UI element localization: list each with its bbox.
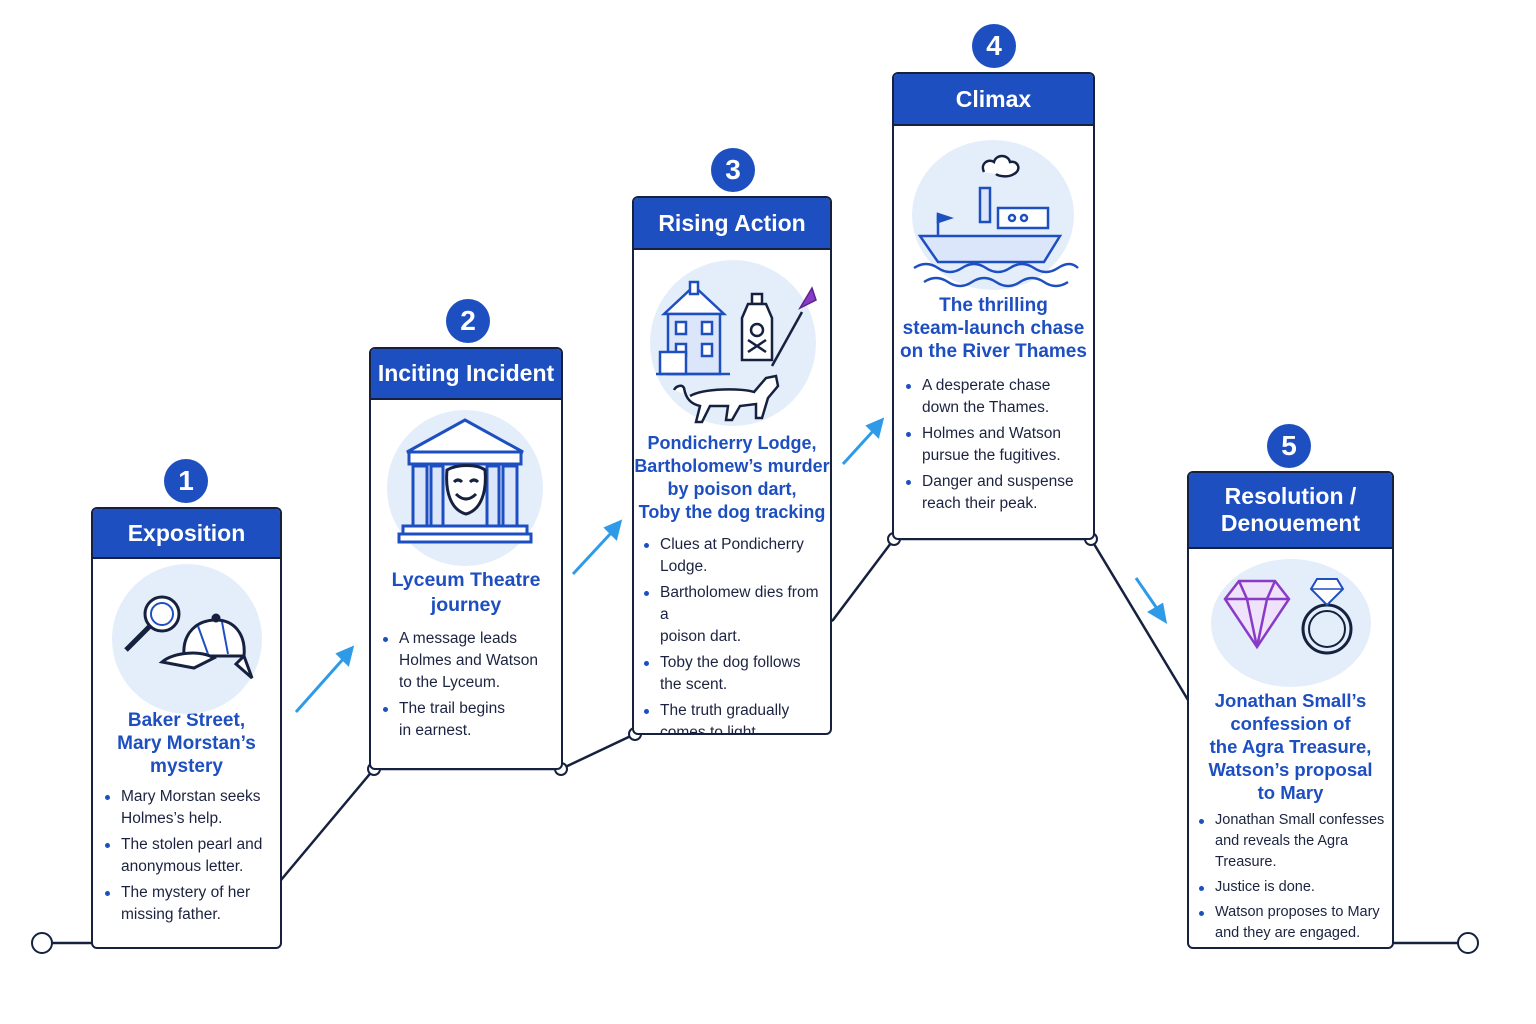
bullet-item: Clues at Pondicherry Lodge. bbox=[638, 534, 826, 578]
stage-subtitle: Jonathan Small’s confession of the Agra … bbox=[1208, 690, 1373, 803]
bullet-item: A message leads Holmes and Watson to the… bbox=[377, 628, 555, 694]
stage-number-badge: 5 bbox=[1267, 424, 1311, 468]
stage-title: Exposition bbox=[93, 509, 280, 559]
theatre-mask-icon bbox=[445, 464, 487, 516]
stage-bullets: Clues at Pondicherry Lodge. Bartholomew … bbox=[638, 534, 826, 733]
stage-bullets: A desperate chase down the Thames. Holme… bbox=[900, 375, 1087, 515]
magnifying-glass-icon bbox=[124, 595, 181, 652]
deerstalker-hat-icon bbox=[158, 613, 254, 680]
stage-subtitle: Lyceum Theatre journey bbox=[391, 569, 541, 616]
bullet-item: The trail begins in earnest. bbox=[377, 698, 555, 742]
stage-title: Resolution / Denouement bbox=[1189, 473, 1392, 549]
stage-number-badge: 2 bbox=[446, 299, 490, 343]
ring-icon bbox=[1301, 578, 1353, 655]
stage-card-resolution: Resolution / Denouement Jonathan Small’s… bbox=[1187, 471, 1394, 949]
bullet-item: Holmes and Watson pursue the fugitives. bbox=[900, 423, 1087, 467]
stage-title: Rising Action bbox=[634, 198, 830, 250]
stage-card-rising-action: Rising Action bbox=[632, 196, 832, 735]
bullet-item: A desperate chase down the Thames. bbox=[900, 375, 1087, 419]
stage-bullets: Jonathan Small confesses and reveals the… bbox=[1193, 810, 1388, 944]
bullet-item: Danger and suspense reach their peak. bbox=[900, 471, 1087, 515]
stage-number-badge: 3 bbox=[711, 148, 755, 192]
stage-subtitle: Pondicherry Lodge, Bartholomew’s murder … bbox=[634, 433, 830, 522]
stage-card-exposition: Exposition Baker Street, Mary Morstan’s … bbox=[91, 507, 282, 949]
bullet-item: Justice is done. bbox=[1193, 877, 1388, 898]
bullet-item: The truth gradually comes to light. bbox=[638, 700, 826, 733]
bullet-item: Jonathan Small confesses and reveals the… bbox=[1193, 810, 1388, 873]
bullet-item: The stolen pearl and anonymous letter. bbox=[99, 834, 274, 878]
diamond-icon bbox=[1223, 579, 1291, 650]
end-node bbox=[1457, 932, 1479, 954]
bullet-item: Watson proposes to Mary and they are eng… bbox=[1193, 902, 1388, 944]
stage-number-badge: 1 bbox=[164, 459, 208, 503]
stage-subtitle: Baker Street, Mary Morstan’s mystery bbox=[117, 710, 256, 777]
poison-bottle-icon bbox=[740, 292, 774, 362]
stage-bullets: A message leads Holmes and Watson to the… bbox=[377, 628, 555, 742]
start-node bbox=[31, 932, 53, 954]
bullet-item: Mary Morstan seeks Holmes’s help. bbox=[99, 786, 274, 830]
stage-number-badge: 4 bbox=[972, 24, 1016, 68]
arrow-icon bbox=[571, 519, 623, 576]
dog-icon bbox=[672, 374, 780, 424]
dart-icon bbox=[770, 286, 817, 367]
bullet-item: Toby the dog follows the scent. bbox=[638, 652, 826, 696]
steam-launch-icon bbox=[917, 154, 1063, 264]
stage-title: Climax bbox=[894, 74, 1093, 126]
stage-title: Inciting Incident bbox=[371, 349, 561, 400]
arrow-icon bbox=[841, 417, 885, 466]
arrow-icon bbox=[294, 645, 355, 713]
stage-card-climax: Climax The thrilling steam-launch chase … bbox=[892, 72, 1095, 540]
stage-bullets: Mary Morstan seeks Holmes’s help. The st… bbox=[99, 786, 274, 926]
waves-icon bbox=[913, 262, 1079, 288]
arrow-icon bbox=[1134, 577, 1168, 625]
stage-subtitle: The thrilling steam-launch chase on the … bbox=[900, 295, 1087, 362]
house-icon bbox=[656, 280, 730, 376]
stage-card-inciting-incident: Inciting Incident Lyceum Theatre journey bbox=[369, 347, 563, 770]
theatre-building-icon bbox=[397, 418, 533, 544]
bullet-item: The mystery of her missing father. bbox=[99, 882, 274, 926]
bullet-item: Bartholomew dies from a poison dart. bbox=[638, 582, 826, 648]
